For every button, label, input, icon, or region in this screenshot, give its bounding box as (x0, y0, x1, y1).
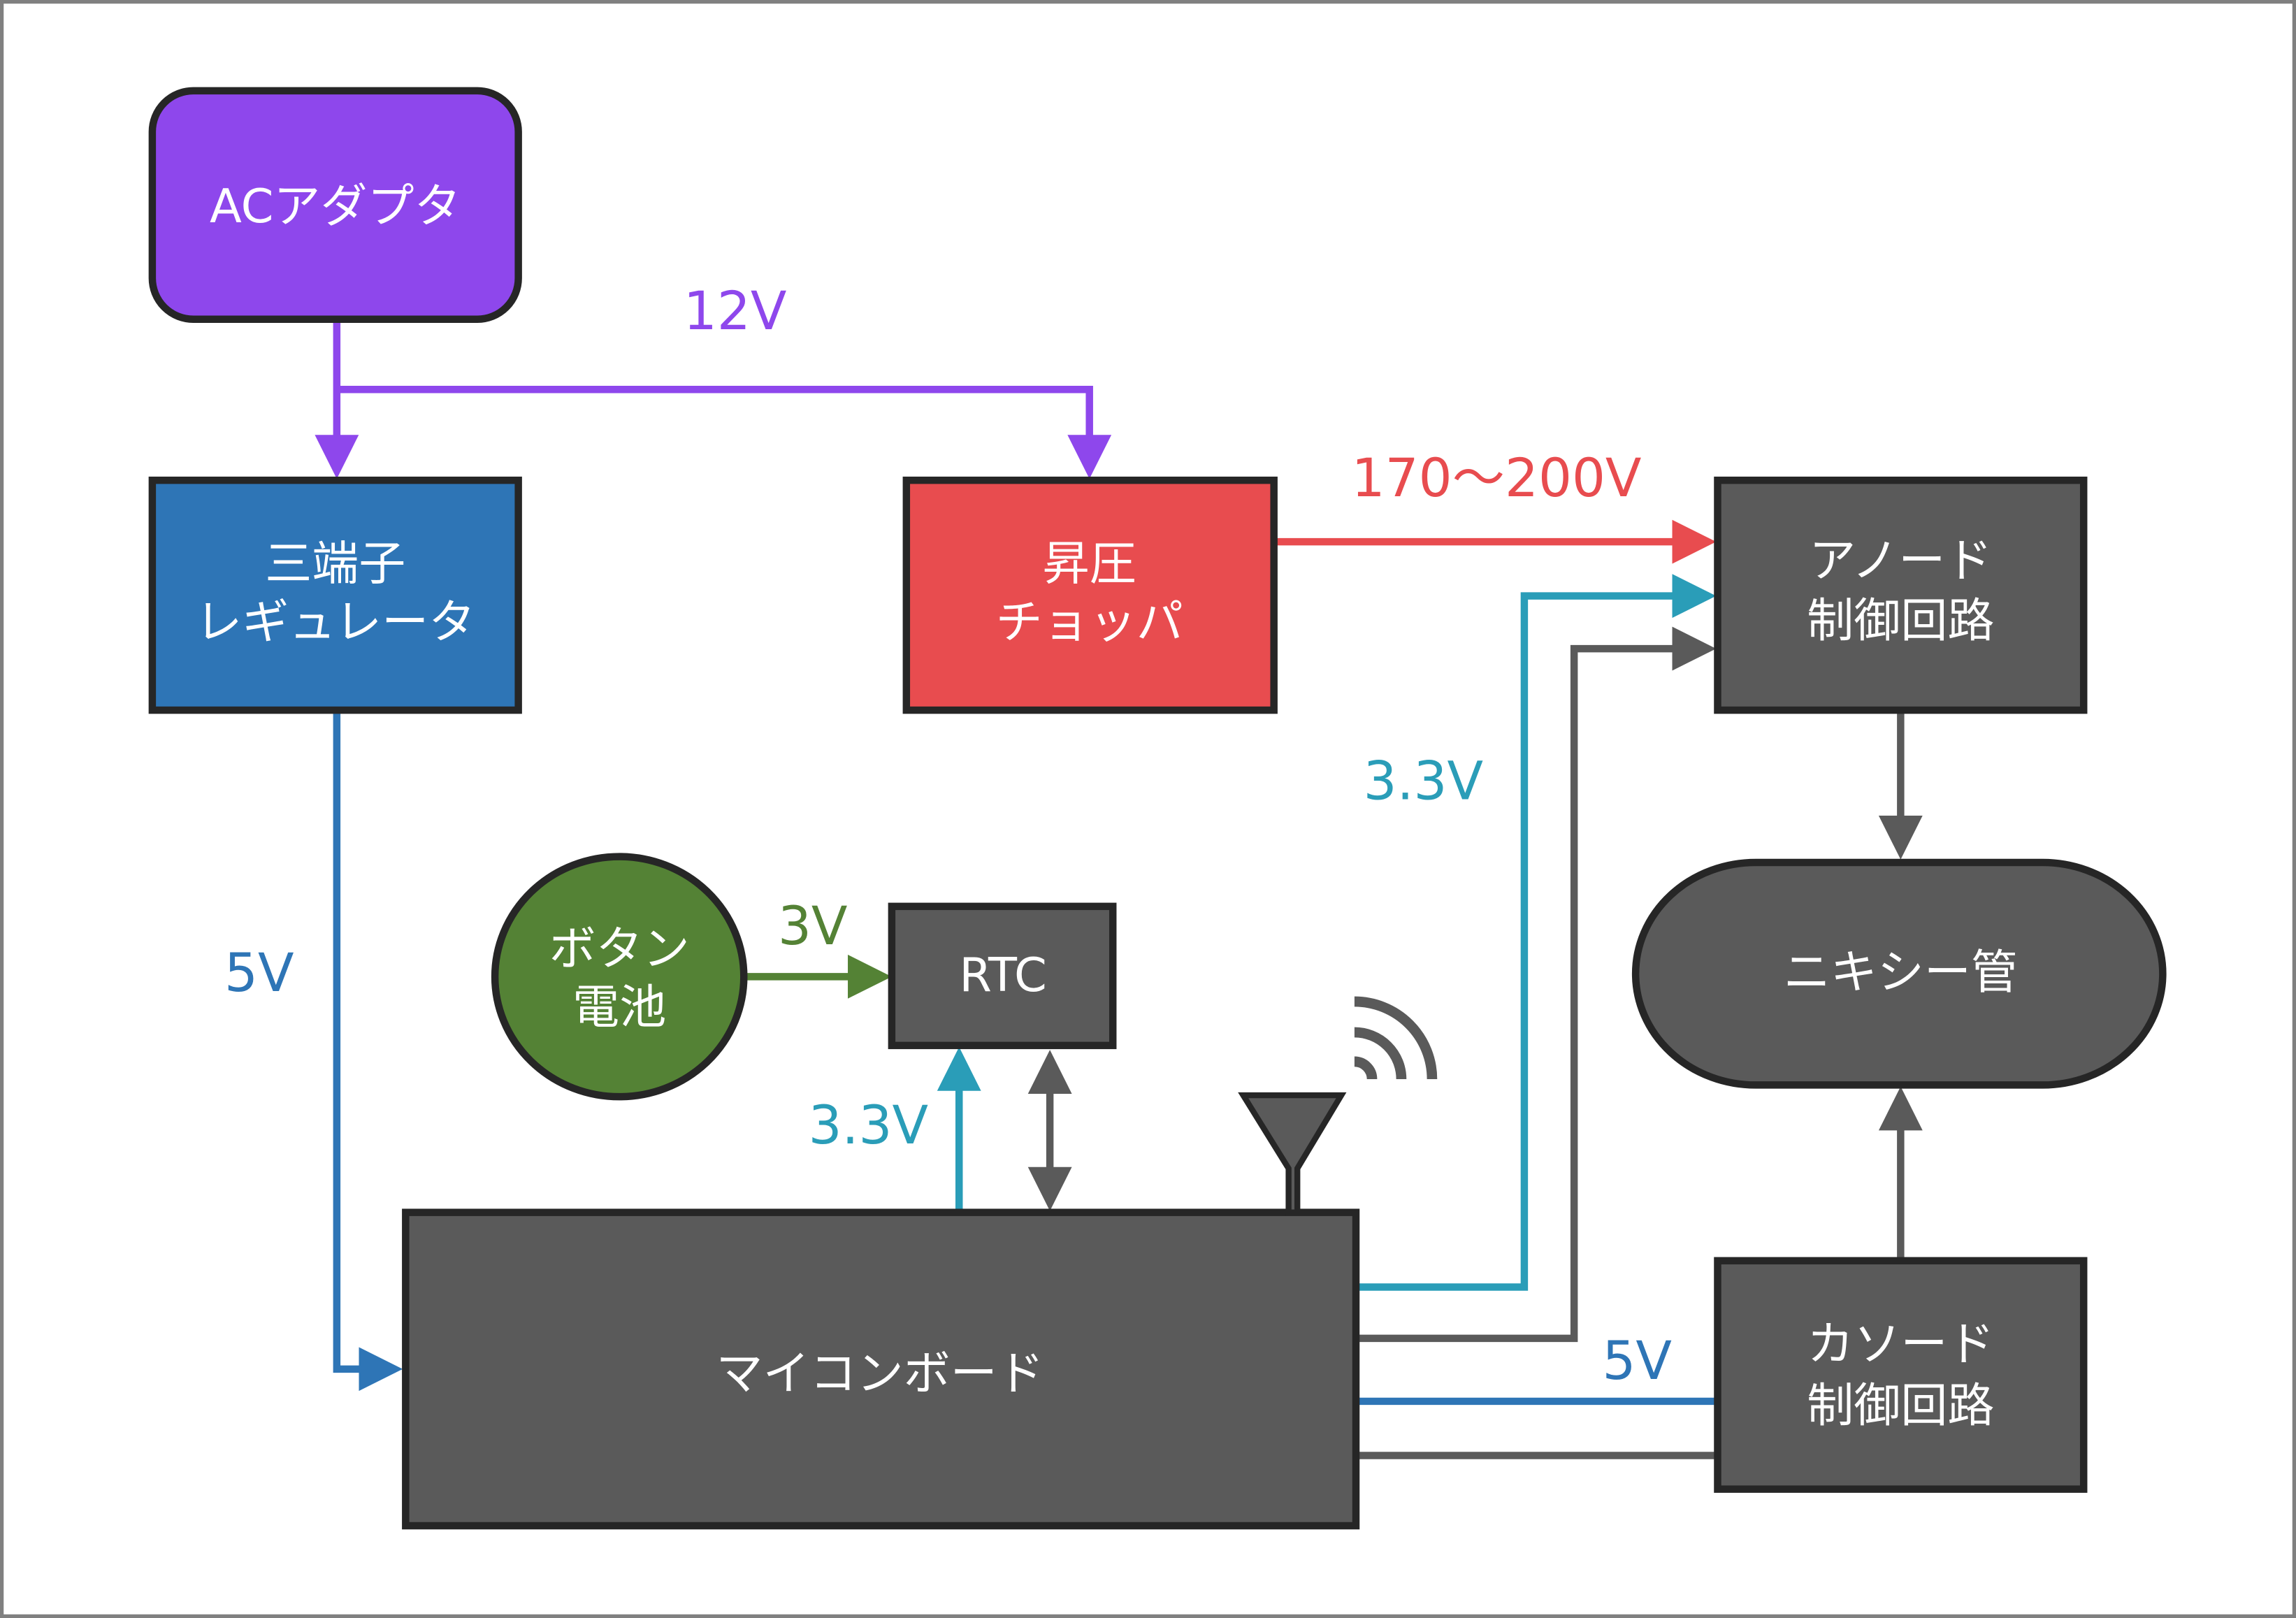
node-booster: 昇圧 チョッパ (902, 476, 1278, 714)
battery-label-line2: 電池 (572, 980, 666, 1034)
voltage-12v: 12V (684, 280, 787, 342)
wireless-signal-icon (1354, 996, 1438, 1080)
anode-label-line1: アノード (1809, 533, 1992, 588)
node-ac-adapter: ACアダプタ (148, 87, 522, 323)
ac-adapter-label: ACアダプタ (210, 179, 461, 233)
antenna-icon (1238, 1092, 1347, 1215)
booster-label-line1: 昇圧 (1043, 536, 1136, 591)
regulator-label-line1: 三端子 (265, 536, 405, 591)
voltage-170-200v: 170〜200V (1352, 447, 1642, 509)
voltage-3v-battery: 3V (778, 895, 848, 957)
cathode-label-line1: カソード (1807, 1317, 1994, 1371)
node-regulator: 三端子 レギュレータ (148, 476, 522, 714)
node-mcu-board: マイコンボード (402, 1208, 1360, 1530)
regulator-label-line2: レギュレータ (195, 595, 475, 649)
battery-label-line1: ボタン (549, 921, 690, 976)
voltage-3v3-anode: 3.3V (1364, 750, 1484, 811)
node-nixie-tube: ニキシー管 (1631, 858, 2167, 1089)
wire-mcu-to-anode-signal (1357, 626, 1717, 1343)
wire-regulator-to-mcu (333, 713, 403, 1392)
mcu-label: マイコンボード (716, 1346, 1044, 1401)
nixie-label: ニキシー管 (1784, 945, 2018, 999)
voltage-3v3-rtc: 3.3V (809, 1095, 929, 1156)
cathode-label-line2: 制御回路 (1807, 1378, 1994, 1433)
node-button-battery: ボタン 電池 (491, 853, 748, 1101)
voltage-5v-cathode: 5V (1602, 1330, 1672, 1392)
wire-mcu-to-anode-3v3 (1357, 574, 1717, 1291)
wire-ac-to-booster (336, 386, 1112, 479)
anode-label-line2: 制御回路 (1807, 593, 1994, 648)
node-rtc: RTC (888, 902, 1117, 1050)
node-anode-control: アノード 制御回路 (1714, 476, 2088, 714)
node-cathode-control: カソード 制御回路 (1714, 1257, 2088, 1493)
voltage-5v-regulator: 5V (224, 942, 294, 1004)
rtc-label: RTC (959, 948, 1047, 1002)
booster-label-line2: チョッパ (996, 595, 1183, 649)
